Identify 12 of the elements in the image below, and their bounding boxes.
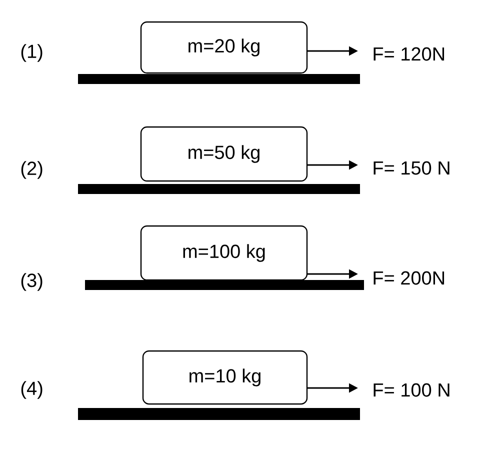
force-label: F= 200N — [374, 271, 444, 285]
block: m=100 kg — [140, 225, 308, 281]
force-label: F= 120N — [374, 47, 444, 61]
row-number: (4) — [21, 381, 42, 399]
block: m=50 kg — [140, 126, 308, 182]
row-number: (1) — [21, 44, 42, 62]
row-number: (2) — [21, 161, 42, 179]
row-number: (3) — [21, 273, 42, 291]
block: m=20 kg — [140, 21, 308, 74]
force-label: F= 100 N — [374, 383, 450, 397]
block: m=10 kg — [142, 350, 308, 405]
force-label: F= 150 N — [374, 161, 450, 175]
